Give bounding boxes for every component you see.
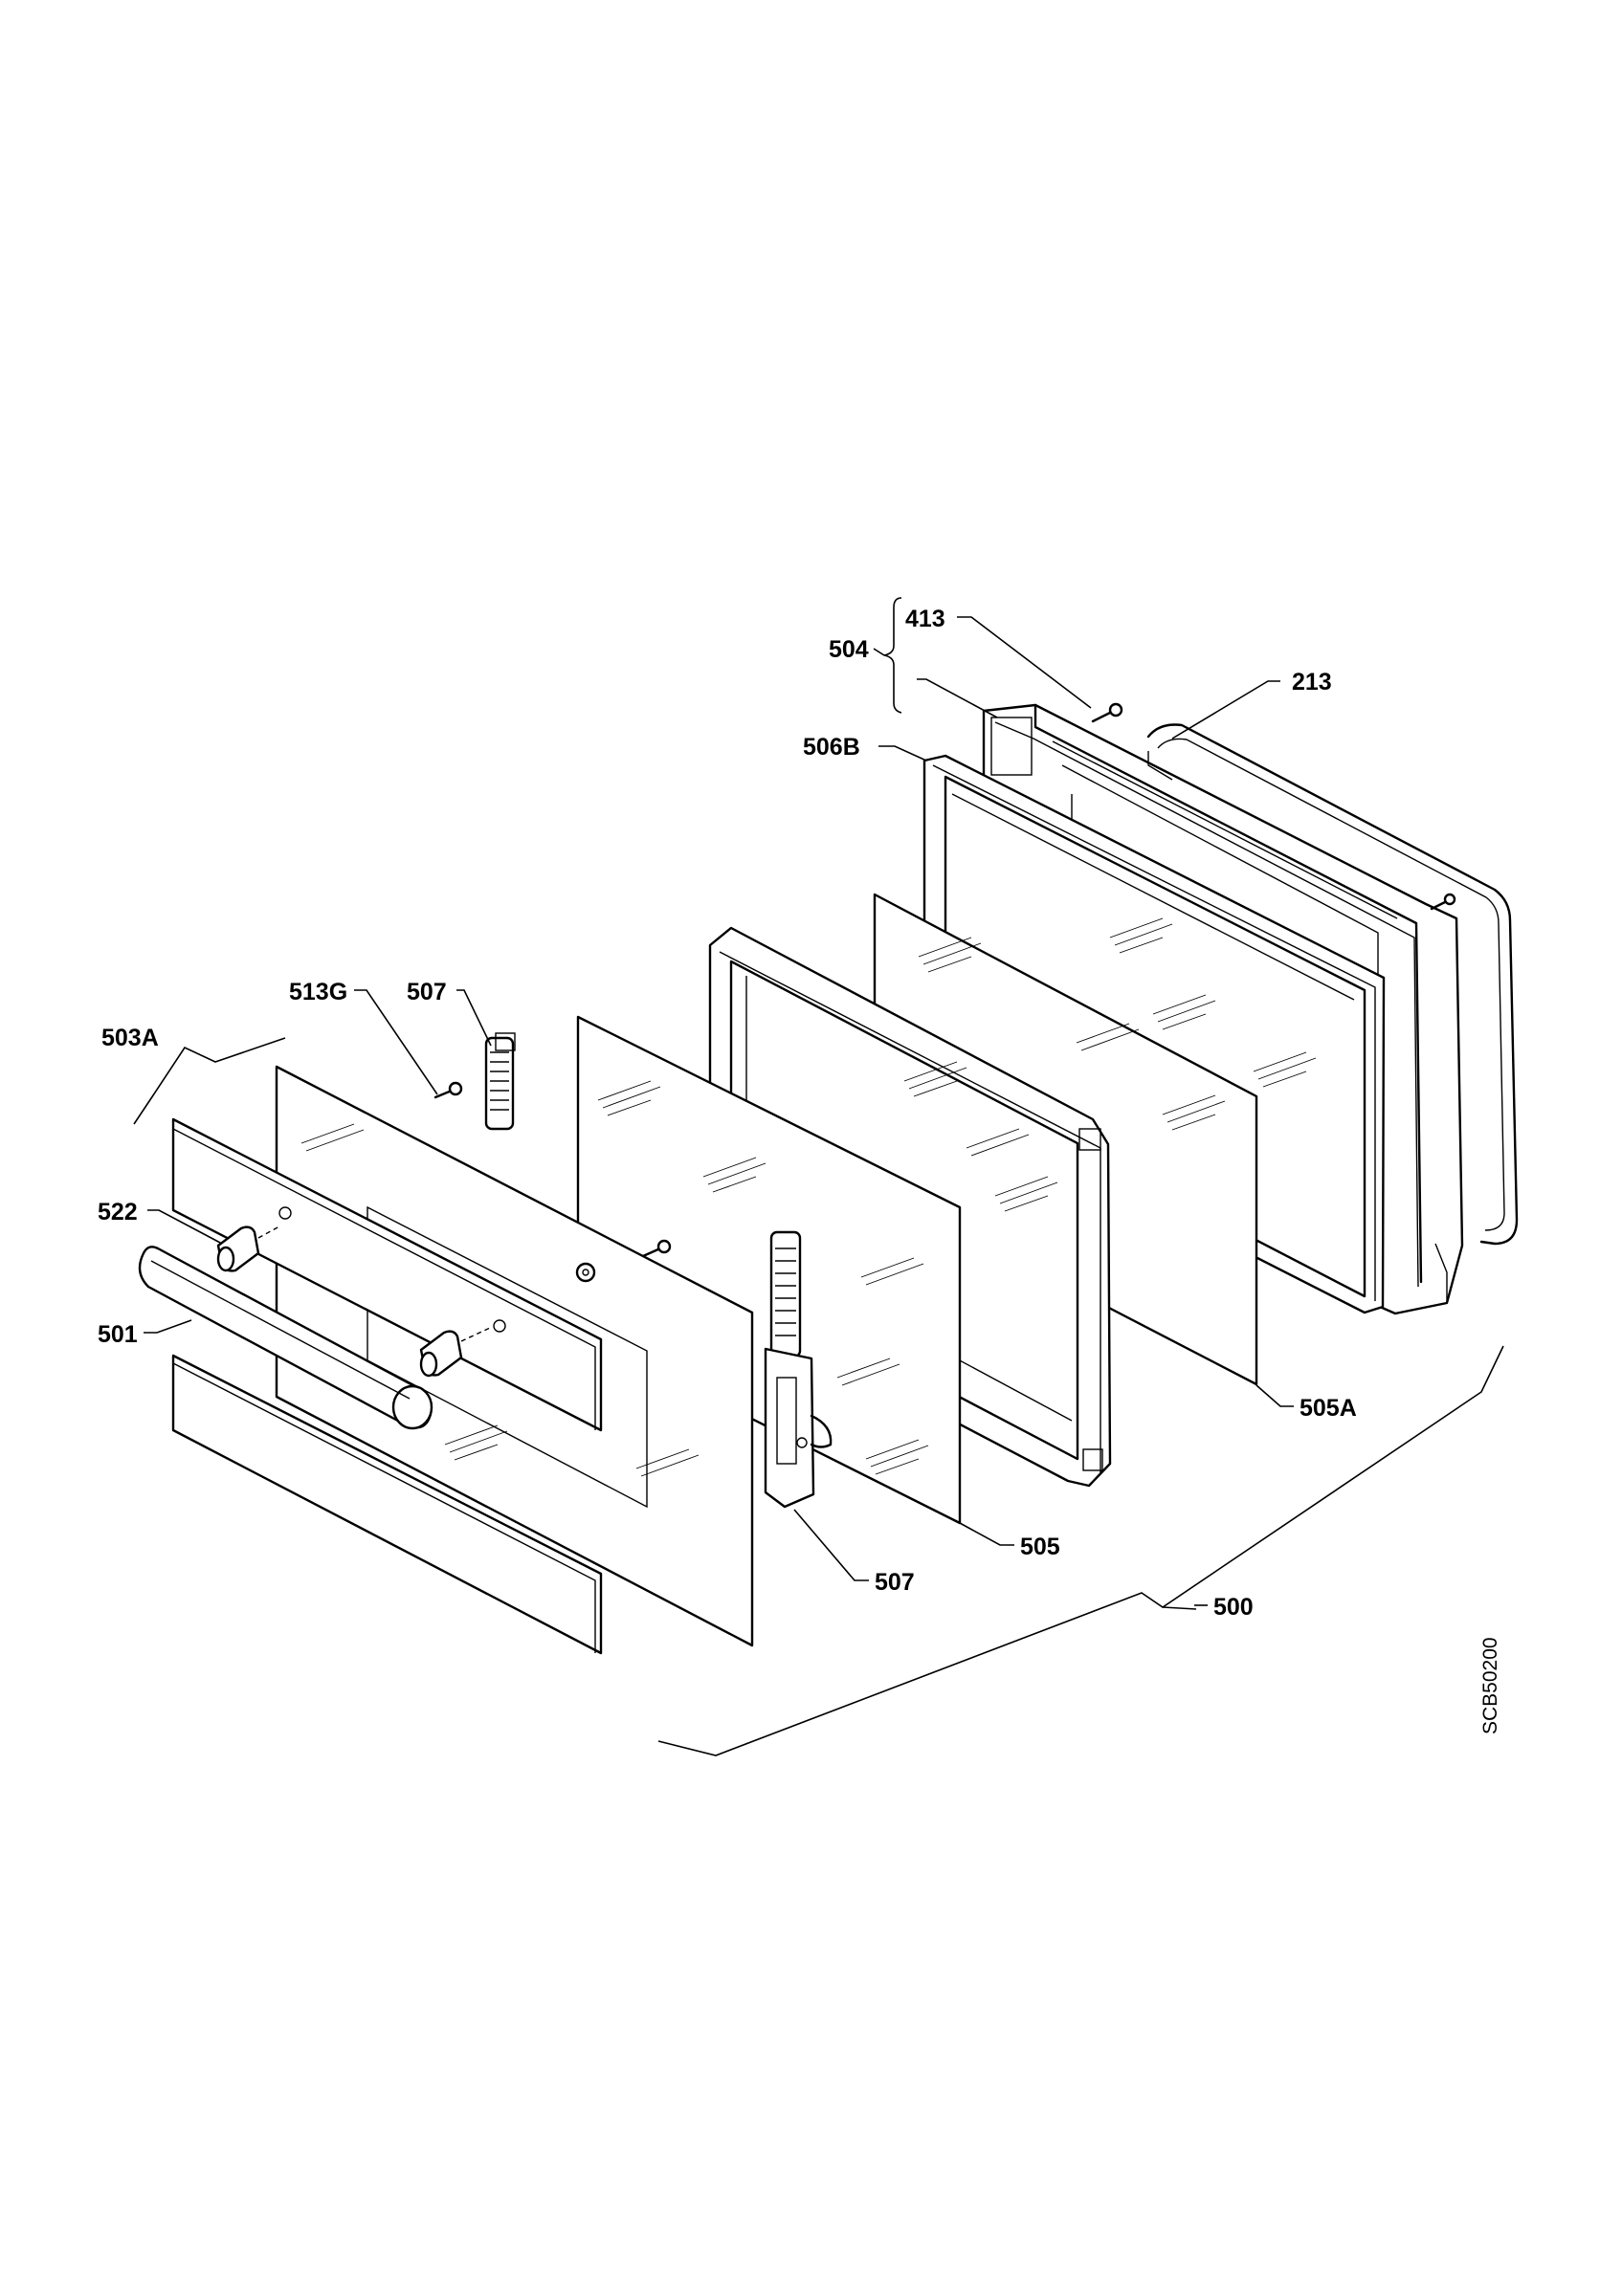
label-513G: 513G — [289, 979, 347, 1005]
label-507-lower: 507 — [875, 1569, 915, 1596]
handle-support-522-left — [216, 1225, 280, 1272]
leader-lines — [144, 616, 1294, 1606]
label-505A: 505A — [1300, 1395, 1357, 1422]
bottom-glass-strip — [171, 1354, 603, 1655]
bracket-500 — [657, 1345, 1504, 1756]
screw-middle — [641, 1239, 672, 1258]
label-500: 500 — [1213, 1594, 1254, 1621]
label-413: 413 — [905, 606, 945, 632]
glass-glare-marks — [1109, 917, 1317, 1088]
door-seal-213 — [1146, 723, 1519, 1246]
label-503A: 503A — [101, 1025, 159, 1051]
screw-513G — [433, 1081, 463, 1099]
label-505: 505 — [1020, 1534, 1060, 1560]
bracket-503A — [133, 1037, 286, 1125]
hinge-507-upper — [484, 1032, 516, 1131]
handle-support-522-right — [419, 1327, 491, 1378]
label-506B: 506B — [803, 734, 860, 761]
screw-413 — [1091, 702, 1123, 723]
screw-right — [1430, 893, 1456, 911]
drawing-code: SCB50200 — [1479, 1637, 1501, 1734]
label-501: 501 — [98, 1321, 138, 1348]
label-504: 504 — [829, 636, 869, 663]
door-handle-501 — [138, 1246, 433, 1430]
bracket-504 — [873, 597, 902, 714]
hinge-507-lower — [764, 1230, 833, 1509]
label-522: 522 — [98, 1199, 138, 1225]
control-panel-strip — [171, 1117, 603, 1432]
label-213: 213 — [1292, 669, 1332, 695]
label-507-upper: 507 — [407, 979, 447, 1005]
part-labels: 413 504 213 506B 513G 507 503A 522 501 5… — [98, 606, 1357, 1621]
